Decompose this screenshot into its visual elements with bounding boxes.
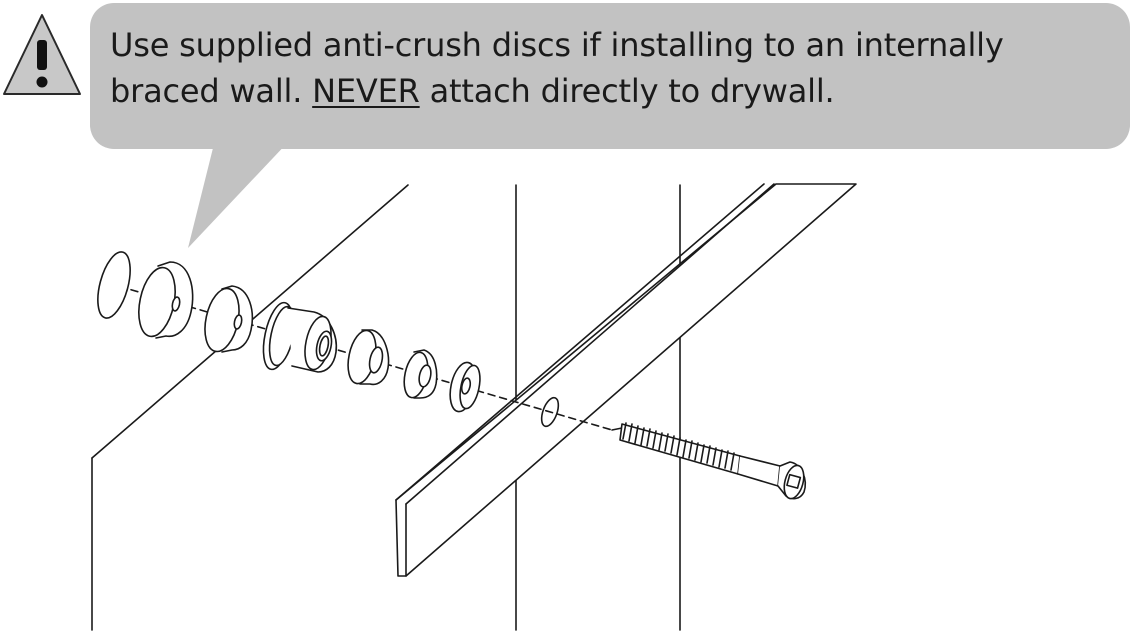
warning-message: Use supplied anti-crush discs if install… [110,22,1120,114]
anti-crush-disc [204,285,254,353]
nut [403,349,438,399]
anti-crush-washer [97,251,131,319]
warning-triangle-icon [3,14,81,95]
wall-board [91,184,409,631]
screw [611,422,806,500]
warning-line-2: braced wall. NEVER attach directly to dr… [110,68,1120,114]
warning-line-2-suffix: attach directly to drywall. [419,72,835,110]
mounting-rail [395,183,857,577]
washer [449,361,481,413]
screw-thread [622,422,735,471]
never-emphasis: NEVER [312,72,420,110]
anti-crush-disc-thick [138,261,194,339]
spacer-ring [347,329,390,386]
warning-speech-bubble [90,3,1130,149]
flanged-spacer [262,301,338,373]
warning-line-2-prefix: braced wall. [110,72,313,110]
warning-line-1: Use supplied anti-crush discs if install… [110,26,1004,64]
